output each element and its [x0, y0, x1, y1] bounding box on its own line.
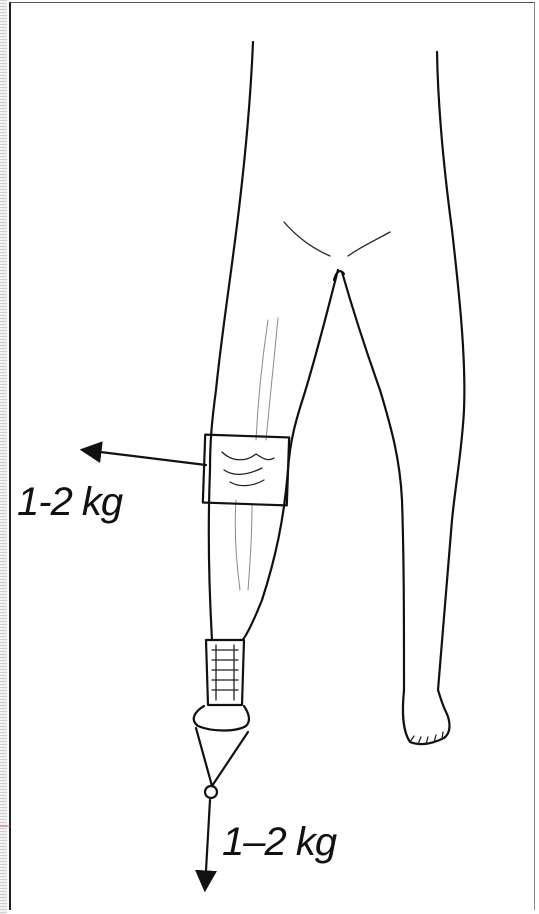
axial-traction-arrow: [205, 800, 210, 888]
left-foot: [194, 706, 249, 731]
ankle-cuff-straps: [212, 645, 238, 700]
right-leg-inner-contour: [342, 272, 404, 690]
left-groin-crease: [284, 222, 330, 256]
femur-sketch: [256, 320, 268, 440]
knee-joint-sketch: [222, 452, 274, 486]
femur-sketch-2: [266, 318, 278, 440]
lateral-traction-label: 1-2 kg: [17, 480, 122, 525]
tibia-sketch: [235, 500, 240, 590]
right-leg-outer-contour: [437, 52, 464, 690]
left-leg-outer-contour: [209, 42, 253, 640]
knee-traction-box: [203, 435, 289, 506]
stirrup-ring: [205, 786, 217, 798]
stirrup-triangle: [196, 728, 248, 786]
fibula-sketch: [248, 505, 252, 590]
right-foot-toes: [410, 732, 443, 744]
axial-traction-label: 1–2 kg: [222, 820, 336, 865]
lateral-traction-arrow: [84, 450, 206, 465]
right-groin-crease: [348, 232, 390, 256]
